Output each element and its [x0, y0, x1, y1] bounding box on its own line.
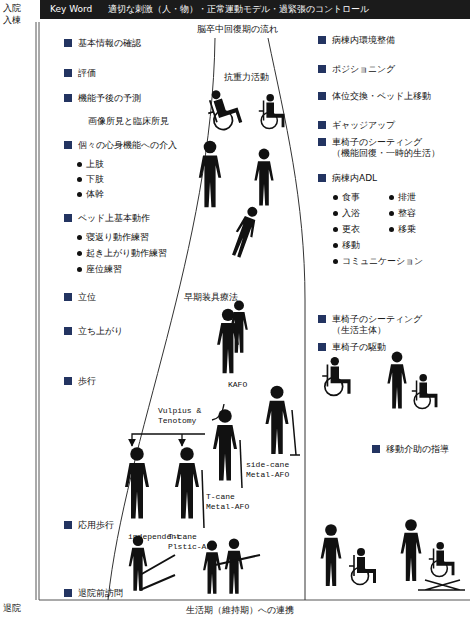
sub-item: 入浴 [342, 208, 360, 219]
square-bullet [64, 589, 72, 597]
item: 車椅子のシーティング （機能回復・一時的生活） [332, 137, 462, 160]
sub-item: 食事 [342, 192, 360, 203]
square-bullet [318, 36, 326, 44]
square-bullet [64, 94, 72, 102]
item: 個々の心身機能への介入 [78, 140, 177, 151]
dot-bullet [77, 177, 82, 182]
sub-item: 移動 [342, 240, 360, 251]
sub-item: 更衣 [342, 224, 360, 235]
square-bullet [64, 214, 72, 222]
branch-arrow [132, 434, 205, 446]
item: 病棟内環境整備 [332, 35, 395, 46]
dot-bullet [333, 227, 338, 232]
item: 基本情報の確認 [78, 38, 141, 49]
axis-label: 入棟 [3, 15, 21, 26]
orthosis-label: T-cane Metal-AFO [206, 492, 256, 511]
item: 評価 [78, 68, 96, 79]
item: 歩行 [78, 376, 96, 387]
dot-bullet [77, 192, 82, 197]
sub-item: 座位練習 [86, 264, 122, 275]
orthosis-label: T-cane Plstic-AFO [168, 532, 224, 551]
sub-item: 体幹 [86, 189, 104, 200]
stage-label: 早期装具療法 [184, 292, 238, 303]
item: 退院前訪問 [78, 588, 123, 599]
orthosis-label: side-cane Metal-AFO [246, 460, 302, 479]
square-bullet [318, 174, 326, 182]
surgery-label: Vulpius & Tenotomy [158, 406, 214, 425]
sub-item: 寝返り動作練習 [86, 232, 149, 243]
dot-bullet [77, 251, 82, 256]
square-bullet [318, 65, 326, 73]
item: 立ち上がり [78, 326, 123, 337]
baseline [39, 600, 470, 601]
square-bullet [318, 315, 326, 323]
square-bullet [64, 377, 72, 385]
dot-bullet [77, 235, 82, 240]
item: 画像所見と臨床所見 [88, 116, 169, 127]
item: 立位 [78, 292, 96, 303]
item: ベッド上基本動作 [78, 213, 150, 224]
dot-bullet [333, 195, 338, 200]
axis-label: 入院 [3, 3, 21, 14]
square-bullet [64, 521, 72, 529]
square-bullet [318, 121, 326, 129]
keyword-bar [40, 0, 470, 19]
square-bullet [64, 141, 72, 149]
orthosis-label: KAFO [228, 380, 247, 390]
axis-label: 退院 [3, 603, 21, 614]
dot-bullet [77, 267, 82, 272]
square-bullet [64, 39, 72, 47]
sub-item: 排泄 [398, 192, 416, 203]
dot-bullet [389, 211, 394, 216]
figures [125, 85, 465, 593]
sub-item: 上肢 [86, 159, 104, 170]
item: 病棟内ADL [332, 173, 377, 184]
item: 体位交換・ベッド上移動 [332, 91, 431, 102]
sub-item: 移乗 [398, 224, 416, 235]
dot-bullet [389, 195, 394, 200]
time-axis [36, 22, 39, 600]
item: 機能予後の予測 [78, 93, 141, 104]
square-bullet [64, 69, 72, 77]
dot-bullet [333, 259, 338, 264]
keyword-text: 適切な刺激（人・物）・正常運動モデル・過緊張のコントロール [108, 4, 369, 15]
sub-item: 起き上がり動作練習 [86, 248, 167, 259]
flow-title: 脳卒中回復期の流れ [197, 24, 278, 35]
dot-bullet [389, 227, 394, 232]
item: 車椅子のシーティング （生活主体） [332, 314, 444, 337]
square-bullet [372, 445, 380, 453]
square-bullet [318, 92, 326, 100]
item: 移動介助の指導 [386, 444, 449, 455]
sub-item: 下肢 [86, 174, 104, 185]
dot-bullet [333, 211, 338, 216]
item: 応用歩行 [78, 520, 114, 531]
item: 車椅子の駆動 [332, 342, 386, 353]
square-bullet [318, 138, 326, 146]
square-bullet [318, 343, 326, 351]
item: ギャッジアップ [332, 120, 395, 131]
dot-bullet [333, 243, 338, 248]
sub-item: 整容 [398, 208, 416, 219]
footer-label: 生活期（維持期）への連携 [186, 605, 294, 616]
stage-label: 抗重力活動 [224, 72, 269, 83]
sub-item: コミュニケーション [342, 256, 423, 267]
square-bullet [64, 293, 72, 301]
square-bullet [64, 327, 72, 335]
flow-curve [268, 38, 305, 600]
branch-arrow [212, 404, 224, 420]
dot-bullet [77, 162, 82, 167]
item: ポジショニング [332, 64, 395, 75]
keyword-label: Key Word [50, 4, 92, 15]
branch-arrow [181, 434, 182, 446]
